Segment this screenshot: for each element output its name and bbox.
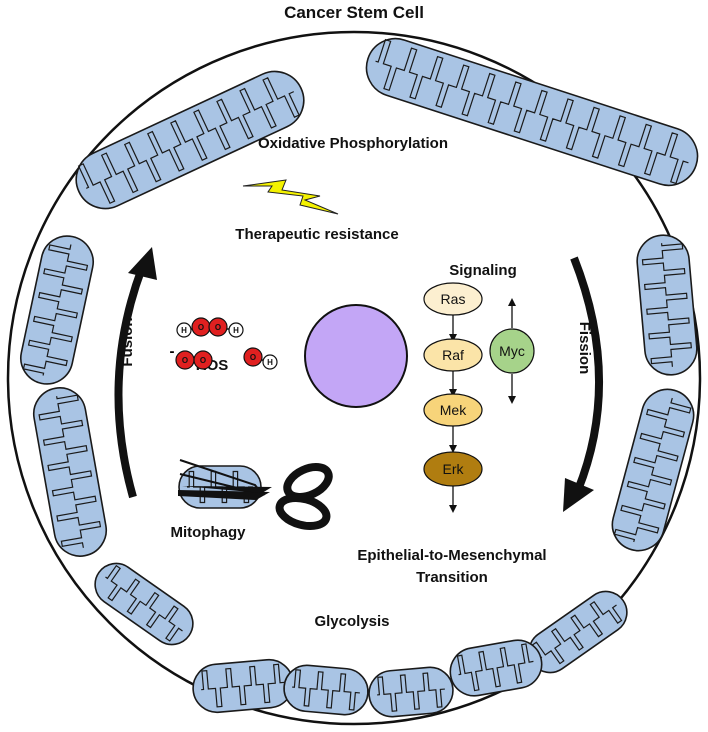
svg-text:H: H: [267, 358, 273, 367]
svg-text:O: O: [182, 356, 188, 365]
negative-charge: -: [170, 343, 175, 360]
mitochondrion: [365, 37, 699, 187]
hydrogen-atom: [228, 322, 244, 338]
mitochondrion: [283, 664, 369, 716]
fission-arrow: [570, 256, 603, 492]
therapeutic-resistance-label: Therapeutic resistance: [235, 226, 398, 243]
mek-label: Mek: [440, 402, 467, 418]
fission-arrowhead: [563, 478, 594, 512]
mek-node: [423, 393, 483, 427]
hydrogen-atom: [176, 322, 192, 338]
mitochondria-group: [20, 37, 699, 718]
mitochondrion: [32, 387, 108, 557]
svg-text:O: O: [200, 356, 206, 365]
mitochondrion: [611, 388, 695, 552]
nucleus: [304, 304, 408, 408]
fusion-arrow: [114, 266, 146, 499]
scissors-icon: [178, 459, 333, 531]
oxygen-atom: [193, 350, 213, 370]
myc-node: [489, 328, 535, 374]
diagram-title: Cancer Stem Cell: [284, 3, 424, 22]
svg-text:H: H: [233, 326, 239, 335]
fission-label: Fission: [576, 322, 593, 375]
erk-label: Erk: [443, 461, 465, 477]
emt-label-line2: Transition: [416, 569, 488, 586]
mitochondrion: [192, 658, 294, 714]
oxphos-label: Oxidative Phosphorylation: [258, 135, 448, 152]
svg-text:O: O: [215, 323, 221, 332]
mitophagy-label: Mitophagy: [171, 524, 247, 541]
svg-text:O: O: [198, 323, 204, 332]
svg-text:O: O: [250, 353, 256, 362]
lightning-bolt-icon: [242, 179, 339, 215]
mitochondrion: [636, 234, 698, 376]
svg-text:H: H: [181, 326, 187, 335]
oxygen-atom: [243, 347, 263, 367]
ras-node: [423, 282, 483, 316]
mitochondrion: [368, 666, 454, 718]
raf-label: Raf: [442, 347, 464, 363]
erk-node: [423, 451, 483, 487]
hydrogen-atom: [262, 354, 278, 370]
raf-node: [423, 338, 483, 372]
mitochondrion: [20, 235, 94, 385]
emt-label-line1: Epithelial-to-Mesenchymal: [357, 547, 546, 564]
ras-label: Ras: [441, 291, 466, 307]
mitochondrion: [449, 639, 543, 697]
mitochondrion: [75, 70, 305, 210]
signaling-pathway: Ras Raf Mek Erk Myc: [423, 282, 535, 513]
ros-molecules: H O O H O O - O H: [170, 317, 278, 370]
myc-label: Myc: [499, 343, 525, 359]
oxygen-atom: [208, 317, 228, 337]
glycolysis-label: Glycolysis: [314, 613, 389, 630]
mitochondrion: [94, 562, 194, 646]
mitophagy-illustration: [178, 459, 333, 531]
fusion-arrowhead: [128, 247, 157, 280]
signaling-label: Signaling: [449, 262, 517, 279]
